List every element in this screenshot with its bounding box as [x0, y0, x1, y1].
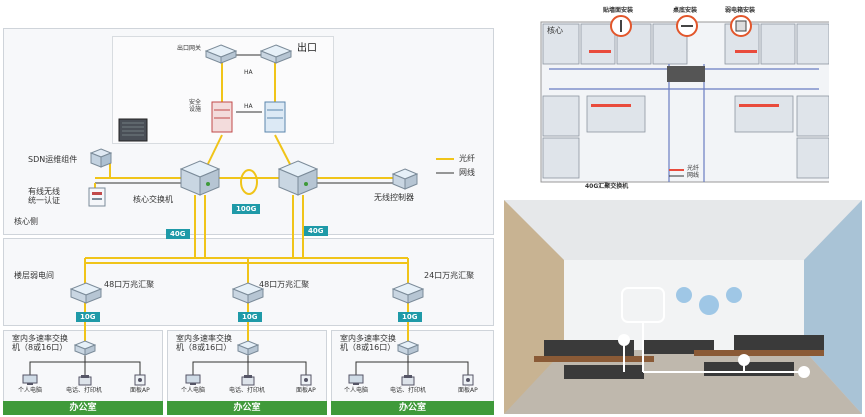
phone-icon [400, 374, 416, 386]
ap-label: 面板AP [130, 387, 150, 394]
agg-switch-icon-2 [232, 282, 264, 304]
floor-plan: 贴墙面安装 桌底安装 弱电箱安装 核心 光纤 网线 40G汇聚交换机 [529, 4, 829, 192]
pc-icon [348, 374, 364, 386]
ap-label: 面板AP [296, 387, 316, 394]
office-switch-icon-2 [237, 340, 259, 356]
legend-fiber-label: 光纤 [459, 154, 475, 163]
legend-cable-label: 网线 [459, 168, 475, 177]
ap-icon [461, 374, 475, 386]
office-switch-icon-1 [74, 340, 96, 356]
pc-label: 个人电脑 [18, 387, 43, 394]
phone-icon [77, 374, 93, 386]
exit-gateway-icon-1 [205, 44, 237, 64]
pc-label: 个人电脑 [181, 387, 206, 394]
pc-label: 个人电脑 [344, 387, 369, 394]
office-switch-label: 室内多速率交换 机（8或16口） [12, 334, 68, 353]
core-switch-icon-2 [278, 160, 318, 196]
agg-switch-icon-3 [392, 282, 424, 304]
link-10g-tag-3: 10G [398, 312, 422, 322]
office-name: 办公室 [331, 401, 494, 415]
office-photo [504, 200, 862, 414]
office-switch-icon-3 [397, 340, 419, 356]
pc-icon [185, 374, 201, 386]
firewall-icon-1 [210, 100, 234, 134]
ap-icon [299, 374, 313, 386]
pc-icon [22, 374, 38, 386]
firewall-icon-2 [263, 100, 287, 134]
floor-plan-drawing [540, 15, 829, 183]
exit-gateway-icon-2 [260, 44, 292, 64]
floorplan-core-label: 核心 [547, 26, 563, 35]
install-desk-label: 桌底安装 [673, 7, 698, 14]
link-10g-tag-2: 10G [238, 312, 262, 322]
phone-label: 电话、打印机 [66, 387, 103, 394]
agg3-label: 24口万兆汇聚 [424, 271, 475, 280]
ap-label: 面板AP [458, 387, 478, 394]
security-zone-label: 安全 设施 [189, 99, 202, 113]
link-40g-left-tag: 40G [166, 229, 190, 239]
exit-label: 出口 [297, 43, 317, 54]
phone-label: 电话、打印机 [229, 387, 266, 394]
chassis-icon [118, 118, 148, 142]
core-switch-icon-1 [180, 160, 220, 196]
ha-mid-label: HA [244, 103, 253, 110]
agg-switch-icon-1 [70, 282, 102, 304]
phone-icon [240, 374, 256, 386]
ap-icon [133, 374, 147, 386]
office-name: 办公室 [3, 401, 163, 415]
sdn-label: SDN运维组件 [28, 155, 78, 164]
office-photo-drawing [504, 200, 862, 414]
agg2-label: 48口万兆汇聚 [259, 280, 310, 289]
auth-server-icon [86, 186, 108, 208]
sdn-server-icon [90, 148, 112, 168]
auth-label: 有线无线 统一认证 [28, 187, 60, 206]
install-wall-label: 贴墙面安装 [603, 7, 634, 14]
wlc-label: 无线控制器 [374, 193, 414, 202]
floor-label: 楼层弱电间 [14, 271, 54, 280]
floorplan-legend-cable: 网线 [687, 172, 700, 179]
link-10g-tag-1: 10G [76, 312, 100, 322]
core-side-label: 核心侧 [14, 217, 38, 226]
office-switch-label: 室内多速率交换 机（8或16口） [340, 334, 396, 353]
office-switch-label: 室内多速率交换 机（8或16口） [176, 334, 232, 353]
wlc-icon [392, 168, 418, 190]
floorplan-legend-fiber: 光纤 [687, 165, 700, 172]
agg1-label: 48口万兆汇聚 [104, 280, 155, 289]
link-40g-right-tag: 40G [304, 226, 328, 236]
ha-top-label: HA [244, 69, 253, 76]
install-box-label: 弱电箱安装 [725, 7, 756, 14]
core-switch-label: 核心交换机 [133, 195, 173, 204]
exit-gateway-label: 出口网关 [177, 45, 202, 52]
link-100g-tag: 100G [232, 204, 261, 214]
phone-label: 电话、打印机 [390, 387, 427, 394]
floorplan-agg-label: 40G汇聚交换机 [585, 183, 629, 190]
office-name: 办公室 [167, 401, 327, 415]
